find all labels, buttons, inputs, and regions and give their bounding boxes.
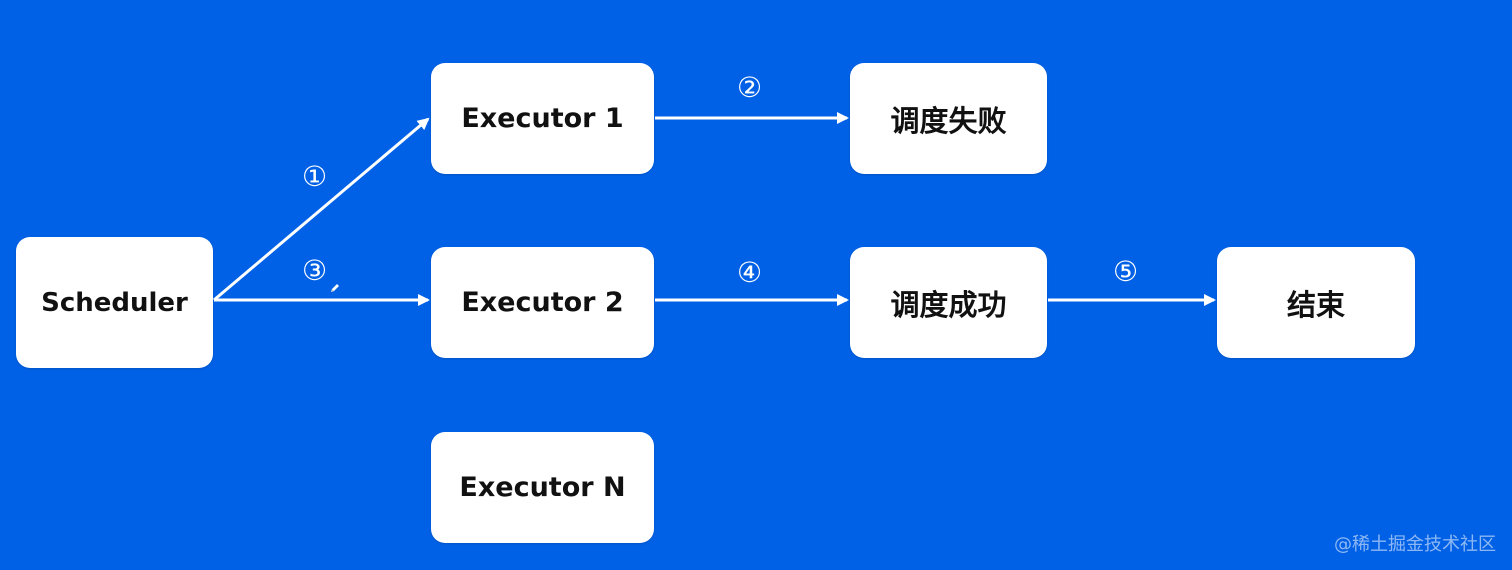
executor-1-label: Executor 1 <box>461 103 624 134</box>
end-label: 结束 <box>1286 287 1345 322</box>
step-4-marker: ④ <box>737 256 763 289</box>
step-1-marker: ① <box>302 160 328 193</box>
step-3-marker: ③ <box>302 254 328 287</box>
dispatch-failed-label: 调度失败 <box>890 103 1007 138</box>
executor-2-node: Executor 2 <box>431 247 654 358</box>
executor-n-label: Executor N <box>459 472 626 503</box>
end-node: 结束 <box>1217 247 1415 358</box>
dispatch-success-label: 调度成功 <box>890 287 1007 322</box>
pencil-cursor-icon <box>331 284 339 292</box>
dispatch-failed-node: 调度失败 <box>850 63 1047 174</box>
watermark: @稀土掘金技术社区 <box>1334 534 1496 555</box>
scheduler-node: Scheduler <box>16 237 213 368</box>
dispatch-success-node: 调度成功 <box>850 247 1047 358</box>
executor-1-node: Executor 1 <box>431 63 654 174</box>
step-5-marker: ⑤ <box>1113 255 1139 288</box>
step-2-marker: ② <box>737 71 763 104</box>
arrow-scheduler-to-executor-1 <box>213 117 430 302</box>
executor-2-label: Executor 2 <box>461 287 624 318</box>
scheduler-label: Scheduler <box>41 287 188 318</box>
executor-n-node: Executor N <box>431 432 654 543</box>
